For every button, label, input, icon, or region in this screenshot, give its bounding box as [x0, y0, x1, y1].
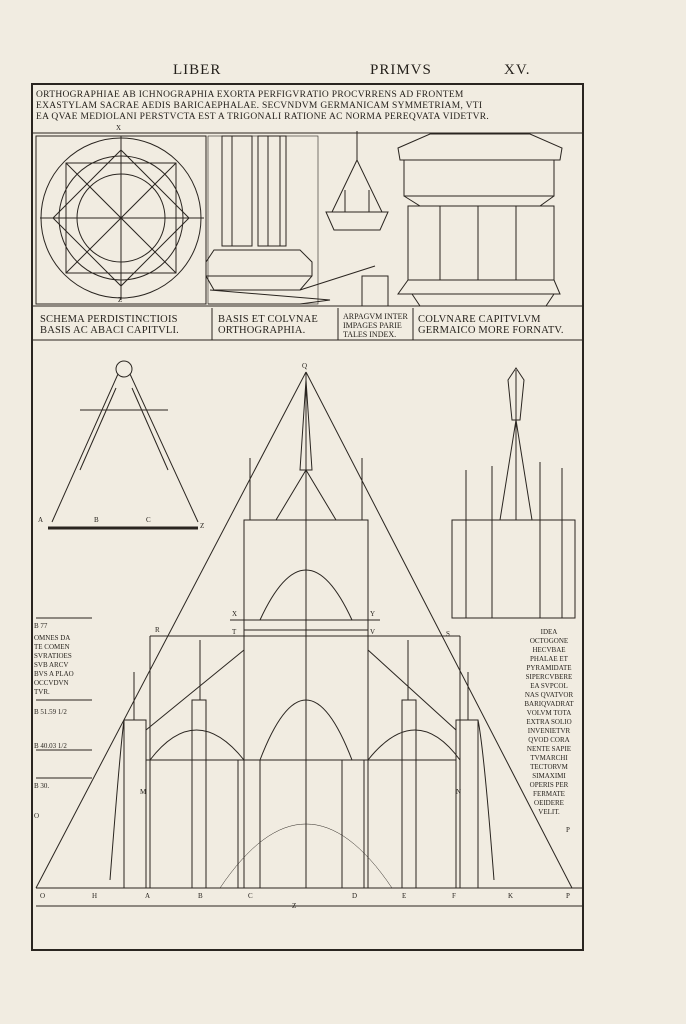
- ground-plan-figure: [35, 135, 207, 305]
- letter-base-a: A: [145, 892, 151, 900]
- letter-compass-c: C: [146, 516, 151, 524]
- letter-p-side: P: [566, 826, 570, 834]
- letter-base-d: D: [352, 892, 358, 900]
- letter-compass-z: Z: [200, 522, 205, 530]
- letter-base-h: H: [92, 892, 98, 900]
- label-columnare: COLVNARE CAPITVLVM GERMAICO MORE FORNATV…: [418, 314, 564, 336]
- letter-compass-b: B: [94, 516, 99, 524]
- caption-line-2: EXASTYLAM SACRAE AEDIS BARICAEPHALAE. SE…: [36, 101, 483, 111]
- letter-x: X: [232, 610, 238, 618]
- woodcut-frame: [31, 83, 584, 951]
- letter-apex-q: Q: [302, 362, 308, 370]
- letter-n: N: [456, 788, 462, 796]
- caption-line-1: ORTHOGRAPHIAE AB ICHNOGRAPHIA EXORTA PER…: [36, 90, 464, 100]
- letter-base-c: C: [248, 892, 253, 900]
- running-head-right: XV.: [504, 62, 531, 78]
- letter-base-p: P: [566, 892, 570, 900]
- label-schema: SCHEMA PERDISTINCTIOIS BASIS AC ABACI CA…: [40, 314, 179, 336]
- baseline-arc: [219, 823, 393, 889]
- letter-base-f: F: [452, 892, 456, 900]
- cathedral-elevation: [109, 379, 495, 889]
- letter-compass-a: A: [38, 516, 44, 524]
- letter-r: R: [155, 626, 160, 634]
- running-head-center: PRIMVS: [370, 62, 432, 78]
- letter-plan-z: Z: [118, 296, 123, 304]
- letter-base-z: Z: [292, 902, 297, 910]
- triangle-construction: [35, 371, 582, 907]
- column-base-figure: [205, 135, 376, 305]
- label-arpagum: ARPAGVM INTER IMPAGES PARIE TALES INDEX.: [343, 312, 408, 339]
- plate-caption: ORTHOGRAPHIAE AB ICHNOGRAPHIA EXORTA PER…: [36, 90, 576, 123]
- letter-o-side: O: [34, 812, 40, 820]
- letter-base-b: B: [198, 892, 203, 900]
- letter-y: Y: [370, 610, 376, 618]
- letter-base-k: K: [508, 892, 514, 900]
- note-omnes: OMNES DA TE COMEN SVRATIOES SVB ARCV BVS…: [34, 634, 74, 696]
- letter-base-o: O: [40, 892, 46, 900]
- letter-s: S: [446, 630, 450, 638]
- note-b77: B 77: [34, 622, 48, 630]
- note-b40: B 40.03 1/2: [34, 742, 67, 750]
- letter-t: T: [232, 628, 237, 636]
- capital-figure: [397, 133, 563, 307]
- spire-chapel-figure: [451, 367, 576, 619]
- compass-figure: [48, 360, 199, 530]
- note-b30: B 30.: [34, 782, 50, 790]
- letter-m: M: [140, 788, 147, 796]
- running-head-left: LIBER: [173, 62, 222, 78]
- label-basis: BASIS ET COLVNAE ORTHOGRAPHIA.: [218, 314, 319, 336]
- letter-v: V: [370, 628, 376, 636]
- letter-plan-x: X: [116, 124, 122, 132]
- note-b51: B 51.59 1/2: [34, 708, 67, 716]
- note-idea-octogone: IDEA OCTOGONE HECVBAE PHALAE ET PYRAMIDA…: [524, 628, 574, 816]
- abacus-figure: [325, 131, 389, 307]
- caption-line-3: EA QVAE MEDIOLANI PERSTVCTA EST A TRIGON…: [36, 112, 490, 122]
- letter-base-e: E: [402, 892, 407, 900]
